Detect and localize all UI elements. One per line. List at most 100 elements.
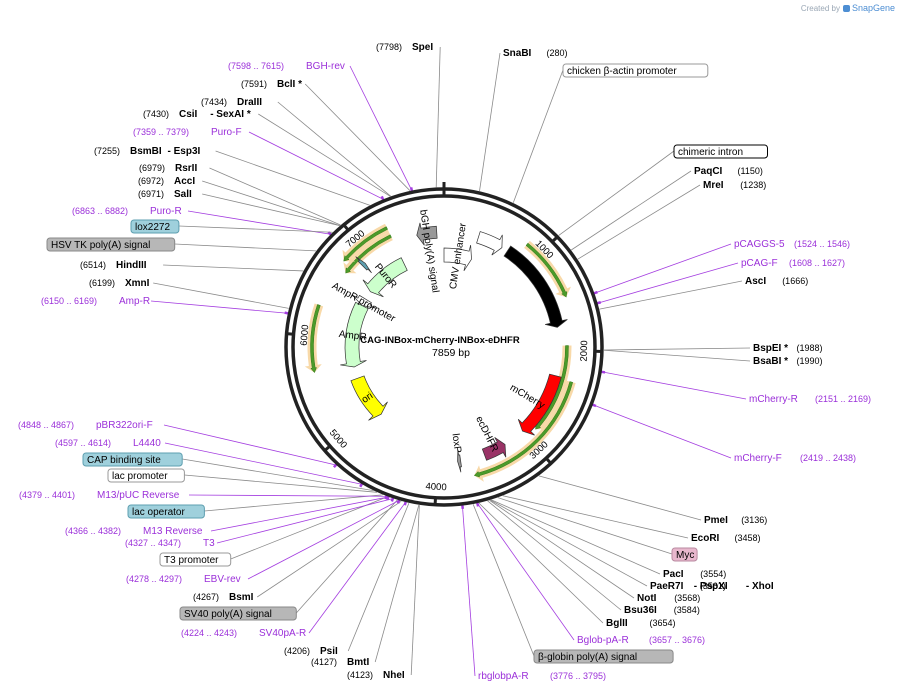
orf-arrow	[473, 381, 574, 478]
primer-name: EBV-rev	[204, 574, 241, 585]
myc-feature-label[interactable]: Myc	[671, 547, 698, 562]
rsrii-site-label[interactable]: (6979)RsrII	[139, 163, 197, 174]
plasmid-size: 7859 bp	[432, 347, 470, 359]
pmei-site-label[interactable]: (3136)PmeI	[704, 515, 767, 526]
primer-name: M13 Reverse	[143, 526, 203, 537]
site-name: EcoRI	[691, 533, 720, 544]
bspei-site-label[interactable]: (1988)BspEI *	[753, 343, 823, 354]
bsabi-site-label[interactable]: (1990)BsaBI *	[753, 356, 823, 367]
m13-reverse-primer-label[interactable]: (4366 .. 4382)M13 Reverse	[65, 526, 203, 537]
feature-label-text: chicken β-actin promoter	[567, 66, 677, 77]
pbr322ori-f-primer-label[interactable]: (4848 .. 4867)pBR322ori-F	[18, 420, 153, 431]
l4440-primer-label[interactable]: (4597 .. 4614)L4440	[55, 438, 161, 449]
leader-line	[308, 502, 406, 634]
sali-site-label[interactable]: (6971)SalI	[138, 189, 192, 200]
xmni-site-label[interactable]: (6199)XmnI	[89, 278, 150, 289]
chicken-b-actin-promoter-feature[interactable]	[476, 231, 503, 256]
leader-line	[512, 69, 564, 203]
sv40-poly-a-signal-feature-label[interactable]: SV40 poly(A) signal	[179, 606, 297, 621]
plasmid-name: CAG-INBox-mCherry-INBox-eDHFR	[360, 335, 520, 346]
puror-feature[interactable]	[362, 257, 408, 298]
psii-site-label[interactable]: (4206)PsiI	[284, 646, 338, 657]
leader-line	[577, 184, 701, 260]
puro-f-primer-label[interactable]: (7359 .. 7379)Puro-F	[133, 127, 242, 138]
site-position: (3584)	[674, 605, 700, 615]
bsmi-site-label[interactable]: (4267)BsmI	[193, 592, 254, 603]
rbglobpa-r-primer-label[interactable]: (3776 .. 3795)rbglobpA-R	[478, 671, 606, 682]
lac-operator-feature-label[interactable]: lac operator	[127, 504, 205, 519]
orf-highlight	[533, 345, 572, 430]
ampr-promoter-feature[interactable]	[352, 294, 376, 309]
mcherry-r-primer-label[interactable]: (2151 .. 2169)mCherry-R	[749, 394, 871, 405]
primer-name: SV40pA-R	[259, 628, 306, 639]
lac-promoter-feature-label[interactable]: lac promoter	[107, 468, 185, 483]
globin-poly-a-signal-feature-label[interactable]: β-globin poly(A) signal	[533, 649, 674, 664]
primer-name: Amp-R	[119, 296, 150, 307]
csii-site-label[interactable]: (7430)CsiI- SexAI *	[143, 109, 251, 120]
paqci-site-label[interactable]: (1150)PaqCI	[694, 166, 763, 177]
ebv-rev-primer-label[interactable]: (4278 .. 4297)EBV-rev	[126, 574, 241, 585]
pcag-f-primer-label[interactable]: (1608 .. 1627)pCAG-F	[741, 258, 845, 269]
ori-feature[interactable]	[350, 375, 388, 421]
loxp-feature[interactable]	[457, 449, 462, 473]
chicken-actin-promoter-feature-label[interactable]: chicken β-actin promoter	[562, 63, 709, 78]
leader-line	[538, 475, 702, 521]
cap-binding-site-feature-label[interactable]: CAP binding site	[82, 452, 183, 467]
t3-promoter-feature-label[interactable]: T3 promoter	[159, 552, 232, 567]
amp-r-primer-label[interactable]: (6150 .. 6169)Amp-R	[41, 296, 150, 307]
ampr-feature[interactable]	[340, 301, 369, 368]
site-name: SalI	[174, 189, 192, 200]
nhei-site-label[interactable]: (4123)NheI	[347, 670, 405, 681]
cmv-enhancer-feature[interactable]	[443, 245, 472, 272]
bgh-poly-a-signal-feature[interactable]	[416, 222, 438, 246]
mcherry-feature[interactable]	[517, 373, 562, 436]
mrei-site-label[interactable]: (1238)MreI	[703, 180, 766, 191]
leader-line	[489, 500, 635, 599]
hindiii-site-label[interactable]: (6514)HindIII	[80, 260, 147, 271]
primer-name: L4440	[133, 438, 161, 449]
primer-position: (4224 .. 4243)	[181, 628, 237, 638]
paer7i-site-label[interactable]: (3561)PaeR7I- PspXI- XhoI	[650, 581, 774, 592]
leader-line	[347, 502, 410, 652]
credit-brand: SnapGene	[851, 3, 895, 13]
site-name: NotI	[637, 593, 657, 604]
lox2272-feature[interactable]	[355, 256, 372, 274]
site-position: (3561)	[700, 581, 726, 591]
leader-line	[248, 131, 384, 200]
scale-tick-label: 2000	[579, 340, 591, 361]
site-position: (6979)	[139, 163, 165, 173]
bglob-pa-r-primer-label[interactable]: (3657 .. 3676)Bglob-pA-R	[577, 635, 705, 646]
bcli-site-label[interactable]: (7591)BclI *	[241, 79, 302, 90]
asci-site-label[interactable]: (1666)AscI	[745, 276, 808, 287]
paci-site-label[interactable]: (3554)PacI	[663, 569, 726, 580]
bsu36i-site-label[interactable]: (3584)Bsu36I	[624, 605, 700, 616]
lox2272-feature-label[interactable]: lox2272	[130, 219, 180, 234]
primer-name: mCherry-R	[749, 394, 798, 405]
m13-puc-reverse-primer-label[interactable]: (4379 .. 4401)M13/pUC Reverse	[19, 490, 180, 501]
spei-site-label[interactable]: (7798)SpeI	[376, 42, 433, 53]
draiii-site-label[interactable]: (7434)DraIII	[201, 97, 262, 108]
bmti-site-label[interactable]: (4127)BmtI	[311, 657, 369, 668]
site-name-alt: - Esp3I	[168, 146, 201, 157]
mcherry-f-primer-label[interactable]: (2419 .. 2438)mCherry-F	[734, 453, 856, 464]
chimeric-intron-feature[interactable]	[503, 245, 568, 328]
hsv-tk-poly-a-signal-feature-label[interactable]: HSV TK poly(A) signal	[46, 237, 176, 252]
ecori-site-label[interactable]: (3458)EcoRI	[691, 533, 761, 544]
site-name: NheI	[383, 670, 405, 681]
bglii-site-label[interactable]: (3654)BglII	[606, 618, 676, 629]
leader-line	[601, 371, 747, 400]
bsmbi-site-label[interactable]: (7255)BsmBI- Esp3I	[94, 146, 201, 157]
primer-name: pCAGGS-5	[734, 239, 785, 250]
ecdhfr-feature[interactable]	[481, 437, 507, 461]
chimeric-intron-feature-label[interactable]: chimeric intron	[673, 144, 768, 159]
leader-line	[374, 504, 420, 663]
bgh-rev-primer-label[interactable]: (7598 .. 7615)BGH-rev	[228, 61, 345, 72]
noti-site-label[interactable]: (3568)NotI	[637, 593, 700, 604]
site-name: SnaBI	[503, 48, 532, 59]
snabi-site-label[interactable]: (280)SnaBI	[503, 48, 568, 59]
acci-site-label[interactable]: (6972)AccI	[138, 176, 195, 187]
sv40pa-r-primer-label[interactable]: (4224 .. 4243) SV40pA-R	[181, 628, 306, 639]
pcaggs-5-primer-label[interactable]: (1524 .. 1546)pCAGGS-5	[734, 239, 850, 250]
puro-r-primer-label[interactable]: (6863 .. 6882)Puro-R	[72, 206, 182, 217]
t3-primer-label[interactable]: (4327 .. 4347)T3	[125, 538, 215, 549]
